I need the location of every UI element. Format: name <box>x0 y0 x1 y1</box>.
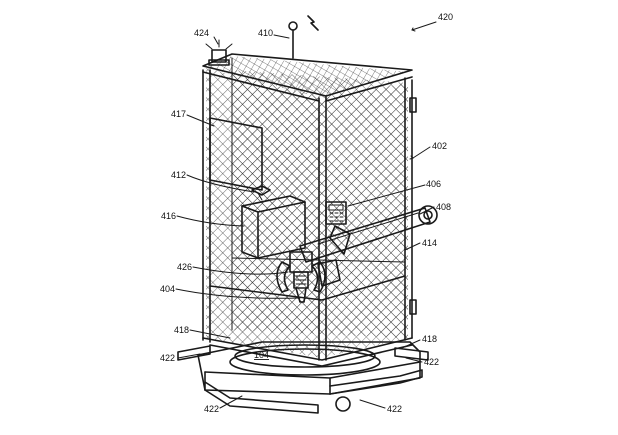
label-426: 426 <box>177 262 192 272</box>
label-406: 406 <box>426 179 441 189</box>
scanner-device <box>251 185 271 201</box>
antenna <box>288 15 319 59</box>
robotic-arm <box>299 205 438 287</box>
leader-lines <box>175 21 437 409</box>
label-424: 424 <box>194 28 209 38</box>
label-414: 414 <box>422 238 437 248</box>
label-404: 404 <box>160 284 175 294</box>
label-422-right: 422 <box>424 357 439 367</box>
cage-right-panel <box>322 83 408 358</box>
label-104: 104 <box>254 350 269 360</box>
label-418-right: 418 <box>422 334 437 344</box>
label-412: 412 <box>171 170 186 180</box>
label-418-left: 418 <box>174 325 189 335</box>
label-422-bottom-left: 422 <box>204 404 219 414</box>
beacon-light <box>205 39 233 66</box>
label-422-left: 422 <box>160 353 175 363</box>
display-panel <box>209 117 263 191</box>
keypad-panel <box>325 201 347 225</box>
label-422-bottom-right: 422 <box>387 404 402 414</box>
label-402: 402 <box>432 141 447 151</box>
label-417: 417 <box>171 109 186 119</box>
reference-labels: 420 424 410 417 402 412 406 408 416 414 … <box>160 12 453 414</box>
storage-box <box>241 195 306 259</box>
label-416: 416 <box>161 211 176 221</box>
cage-front-panel <box>206 68 322 358</box>
label-410: 410 <box>258 28 273 38</box>
label-420: 420 <box>438 12 453 22</box>
cage-top-mesh <box>206 56 408 98</box>
gripper <box>276 251 326 303</box>
cage-frame <box>202 53 417 367</box>
label-408: 408 <box>436 202 451 212</box>
